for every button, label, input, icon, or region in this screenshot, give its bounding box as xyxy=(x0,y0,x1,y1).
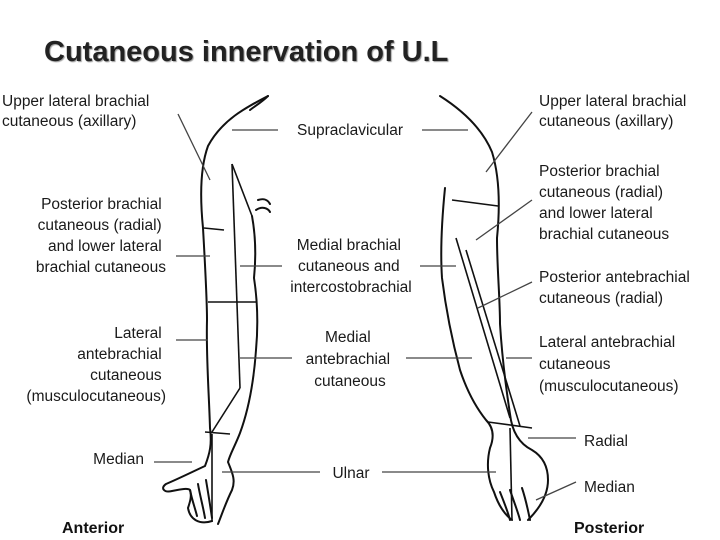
anterior-wrist-divider xyxy=(204,431,231,435)
anterior-axillary-zone-line xyxy=(231,163,253,217)
label-left-posterior-brachial: Posterior brachial cutaneous (radial) an… xyxy=(36,196,166,276)
posterior-brachial-strip xyxy=(455,237,511,419)
label-left-lateral-antebrachial: Lateral antebrachial cutaneous (musculoc… xyxy=(26,325,166,405)
label-right-median: Median xyxy=(584,479,635,496)
leader-left-upper-lateral xyxy=(177,113,211,181)
anterior-forearm-midline xyxy=(211,387,241,433)
anterior-arm-medial-outline xyxy=(217,215,259,525)
anterior-brachial-zone-line xyxy=(231,163,241,389)
label-center-medial-antebrachial: Medial antebrachial cutaneous xyxy=(306,329,395,390)
label-right-lateral-antebrachial: Lateral antebrachial cutaneous (musculoc… xyxy=(539,334,679,395)
anterior-arm xyxy=(162,95,271,525)
label-right-upper-lateral: Upper lateral brachial cutaneous (axilla… xyxy=(539,93,691,130)
anterior-arm-lateral-outline xyxy=(162,95,269,524)
posterior-upper-zone-line xyxy=(451,199,499,207)
leader-right-posterior-antebrachial xyxy=(477,281,533,309)
anterior-upper-arm-divider xyxy=(203,227,225,231)
label-center-medial-brachial: Medial brachial cutaneous and intercosto… xyxy=(290,237,411,296)
caption-anterior: Anterior xyxy=(62,520,124,537)
posterior-hand-fingers xyxy=(499,487,531,521)
posterior-wrist-divider xyxy=(487,421,533,429)
label-left-upper-lateral: Upper lateral brachial cutaneous (axilla… xyxy=(2,93,154,130)
leader-right-upper-lateral xyxy=(485,111,533,173)
caption-posterior: Posterior xyxy=(574,520,644,537)
anterior-hand-fingers xyxy=(189,479,213,519)
posterior-arm xyxy=(439,95,549,521)
label-right-posterior-antebrachial: Posterior antebrachial cutaneous (radial… xyxy=(539,269,694,307)
leader-lines xyxy=(154,111,577,501)
posterior-arm-lateral-outline xyxy=(439,95,549,521)
leader-right-median xyxy=(535,481,577,501)
posterior-antebrachial-strip xyxy=(465,249,521,427)
posterior-hand-divider xyxy=(509,427,513,521)
posterior-arm-medial-outline xyxy=(440,187,513,521)
label-right-radial: Radial xyxy=(584,433,628,450)
label-right-posterior-brachial: Posterior brachial cutaneous (radial) an… xyxy=(539,163,669,243)
label-center-ulnar: Ulnar xyxy=(332,465,369,482)
label-left-median: Median xyxy=(93,451,144,468)
anterior-neck-contour xyxy=(249,95,271,213)
label-center-supraclavicular: Supraclavicular xyxy=(297,122,403,139)
innervation-diagram: Upper lateral brachial cutaneous (axilla… xyxy=(2,93,694,537)
page-title: Cutaneous innervation of U.L xyxy=(44,36,449,68)
leader-right-posterior-brachial xyxy=(475,199,533,241)
